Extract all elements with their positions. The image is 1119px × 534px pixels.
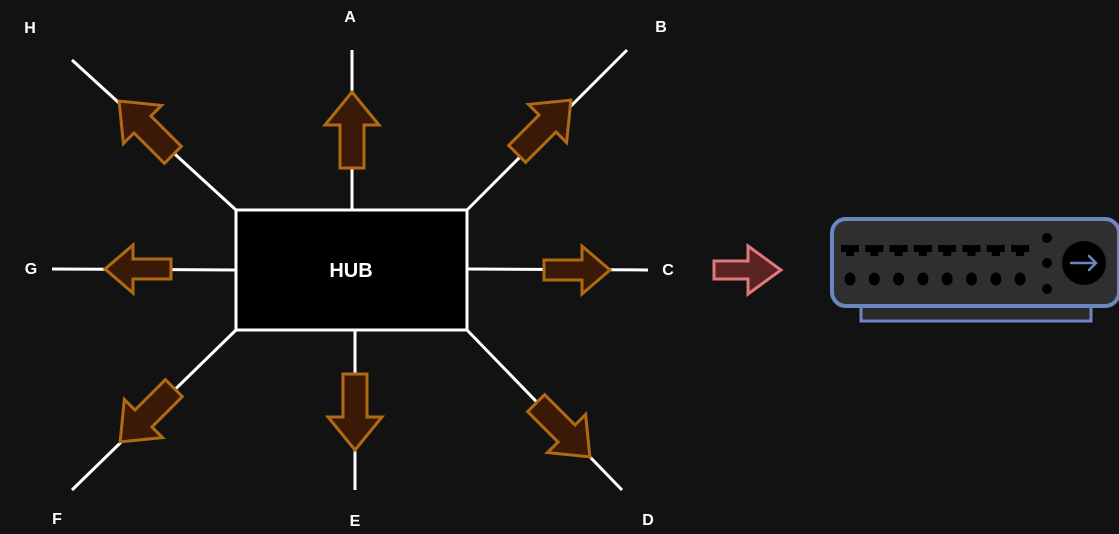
hub-label: HUB [329,260,372,282]
right-arrow-icon [1069,254,1098,272]
ethernet-port [1011,245,1030,256]
arrow-to-e [324,372,386,453]
status-led [941,272,953,286]
node-label-d: D [642,512,654,529]
ethernet-port [841,245,859,256]
indicator-dot-bottom [1042,284,1052,294]
status-led [868,272,880,286]
ethernet-port [986,245,1005,256]
ethernet-port [913,245,932,256]
node-label-a: A [344,9,356,26]
indicator-dot-top [1042,233,1052,243]
indicator-dot-mid [1042,258,1052,268]
network-hub-device-icon [830,217,1119,323]
arrow-to-b [506,98,573,165]
node-label-g: G [25,261,37,278]
status-led [1014,272,1026,286]
arrow-to-a [321,89,383,170]
node-labels: A B C D E F G H [24,9,674,530]
node-label-e: E [350,513,361,530]
status-led [917,272,929,286]
status-led [990,272,1002,286]
broadcast-arrows [102,89,613,459]
node-label-f: F [52,511,62,528]
status-led [966,272,977,286]
status-leds [844,272,1026,286]
arrow-to-h [117,99,184,166]
hub-box [234,208,469,332]
node-label-c: C [662,262,674,279]
ethernet-port [865,245,884,256]
ethernet-port [938,245,957,256]
node-label-h: H [24,20,36,37]
arrow-to-d [525,392,592,459]
ethernet-port [962,245,981,256]
node-label-b: B [655,19,667,36]
right-arrow-icon [712,243,784,297]
hub-node: HUB [234,208,469,332]
status-led [844,272,856,286]
ethernet-port [889,245,908,256]
arrow-to-f [118,377,185,444]
arrow-to-g [102,241,173,297]
ethernet-ports [841,245,1030,256]
arrow-to-c [542,242,613,298]
status-led [893,272,905,286]
